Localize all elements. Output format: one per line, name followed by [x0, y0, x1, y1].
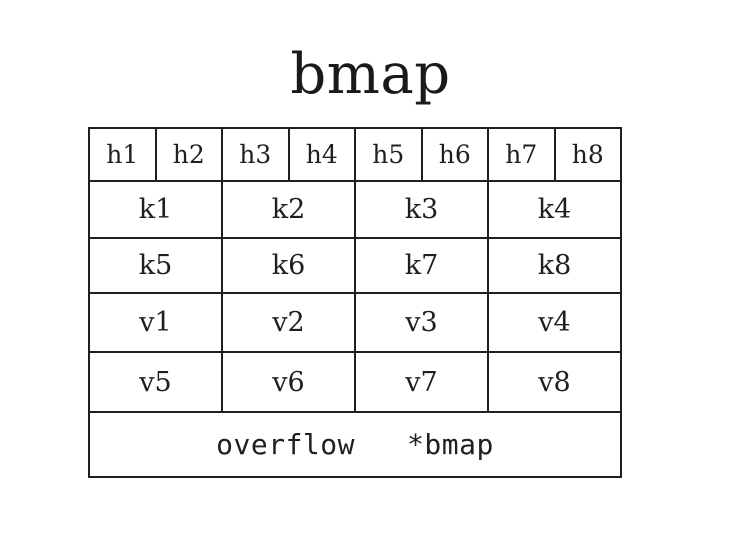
- value-cell-8: v8: [538, 366, 571, 398]
- tophash-cell-7: h7: [489, 129, 556, 180]
- key-cell-1: k1: [90, 182, 223, 237]
- key-cell-7: k7: [356, 239, 489, 292]
- key-cell-3: k3: [356, 182, 489, 237]
- keys-row-bottom: k5 k6 k7 k8: [90, 239, 620, 294]
- page-title: bmap: [290, 42, 451, 107]
- keys-inner-divider: [90, 237, 620, 239]
- value-cell-3: v3: [356, 294, 489, 351]
- key-cell-6: k6: [223, 239, 356, 292]
- values-inner-divider: [90, 351, 620, 353]
- values-row-bottom: v5 v6 v7 v8: [90, 353, 620, 413]
- value-cell-6: v6: [223, 353, 356, 411]
- tophash-cell-8: h8: [571, 140, 604, 169]
- bmap-struct-table: h1 h2 h3 h4 h5 h6 h7 h8 k1 k2 k3 k4 k5 k…: [88, 127, 622, 478]
- value-cell-7: v7: [356, 353, 489, 411]
- tophash-cell-2: h2: [157, 129, 223, 180]
- tophash-row: h1 h2 h3 h4 h5 h6 h7 h8: [90, 129, 620, 182]
- keys-row-top: k1 k2 k3 k4: [90, 182, 620, 237]
- tophash-cell-1: h1: [90, 129, 157, 180]
- tophash-cell-6: h6: [423, 129, 489, 180]
- key-cell-4: k4: [537, 194, 572, 225]
- overflow-label: overflow *bmap: [216, 427, 494, 461]
- value-cell-2: v2: [223, 294, 356, 351]
- value-cell-4: v4: [538, 307, 571, 338]
- key-cell-2: k2: [223, 182, 356, 237]
- value-cell-1: v1: [90, 294, 223, 351]
- values-row-top: v1 v2 v3 v4: [90, 294, 620, 351]
- tophash-cell-4: h4: [290, 129, 356, 180]
- overflow-row: overflow *bmap: [90, 413, 620, 476]
- tophash-cell-3: h3: [223, 129, 290, 180]
- key-cell-5: k5: [90, 239, 223, 292]
- key-cell-8: k8: [537, 250, 572, 281]
- value-cell-5: v5: [90, 353, 223, 411]
- tophash-cell-5: h5: [356, 129, 423, 180]
